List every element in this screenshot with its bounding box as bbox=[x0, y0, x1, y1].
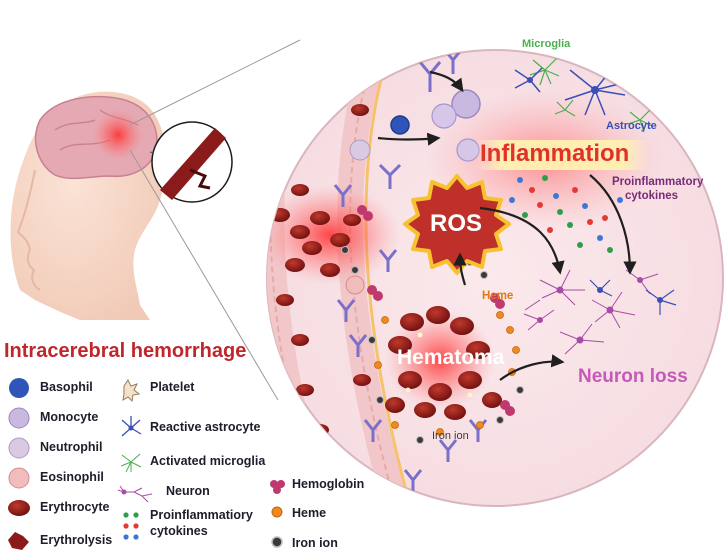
legend-hemoglobin-label: Hemoglobin bbox=[292, 477, 365, 491]
legend-platelet-label: Platelet bbox=[150, 380, 195, 394]
platelet-icon bbox=[122, 379, 141, 403]
proinflammatory-label-line2: cytokines bbox=[625, 190, 679, 202]
heme-icon bbox=[271, 506, 283, 518]
magnified-view bbox=[266, 49, 724, 507]
activated-microglia-icon bbox=[120, 453, 142, 473]
heme-label: Heme bbox=[482, 290, 514, 302]
pathway-arrows bbox=[377, 70, 637, 381]
microglia-label: Microglia bbox=[522, 38, 571, 50]
legend-activated-microglia-label: Activated microglia bbox=[150, 454, 266, 468]
inflammation-label: Inflammation bbox=[480, 140, 630, 167]
head-illustration bbox=[10, 91, 167, 320]
legend-cytokines-label-line2: cytokines bbox=[150, 524, 208, 538]
legend-basophil-label: Basophil bbox=[40, 380, 93, 394]
monocyte-cell bbox=[451, 89, 481, 119]
monocyte-icon bbox=[8, 407, 30, 429]
hemoglobin-clusters bbox=[357, 205, 515, 416]
legend-reactive-astrocyte-label: Reactive astrocyte bbox=[150, 420, 261, 434]
iron-ion-icon bbox=[271, 536, 283, 548]
legend-neuron-label: Neuron bbox=[166, 484, 210, 498]
erythrolysis-icon bbox=[8, 532, 29, 550]
iron-ion-label: Iron ion bbox=[432, 430, 469, 442]
legend-neutrophil-label: Neutrophil bbox=[40, 440, 103, 454]
heme-dots bbox=[374, 311, 520, 436]
proinflammatory-label-line1: Proinflammatory bbox=[612, 176, 704, 188]
ros-burst-icon bbox=[403, 174, 511, 275]
vessel-zoom-inset bbox=[149, 121, 233, 203]
legend-heme-label: Heme bbox=[292, 506, 327, 520]
reactive-astrocyte-icon bbox=[121, 416, 142, 437]
proinflammatory-cytokines-icon bbox=[123, 512, 139, 540]
neuron-cells bbox=[523, 269, 659, 355]
basophil-cell bbox=[267, 345, 277, 359]
hematoma-label: Hematoma bbox=[397, 346, 505, 369]
neuron-loss-label: Neuron loss bbox=[578, 366, 688, 387]
legend-monocyte-label: Monocyte bbox=[40, 410, 99, 424]
hemoglobin-icon bbox=[270, 480, 285, 494]
legend-erythrolysis-label: Erythrolysis bbox=[40, 533, 113, 547]
legend-eosinophil-label: Eosinophil bbox=[40, 470, 104, 484]
basophil-icon bbox=[9, 378, 29, 398]
legend-iron-ion-label: Iron ion bbox=[292, 536, 338, 550]
legend-cytokines-label-line1: Proinflammatiory bbox=[150, 508, 253, 522]
eosinophil-icon bbox=[8, 467, 30, 489]
astrocyte-endfeet bbox=[333, 50, 488, 492]
hemorrhage-glow-icon bbox=[92, 109, 144, 161]
erythrocyte-icon bbox=[8, 500, 30, 516]
astrocyte-label: Astrocyte bbox=[606, 120, 657, 132]
legend-erythrocyte-label: Erythrocyte bbox=[40, 500, 110, 514]
basophil-cell bbox=[390, 115, 410, 135]
hematoma-cluster bbox=[385, 306, 502, 420]
ros-label: ROS bbox=[430, 210, 483, 237]
cytokine-dots bbox=[509, 175, 623, 253]
neutrophil-icon bbox=[8, 437, 30, 459]
figure-title: Intracerebral hemorrhage bbox=[4, 340, 247, 362]
legend-icons bbox=[8, 378, 285, 550]
